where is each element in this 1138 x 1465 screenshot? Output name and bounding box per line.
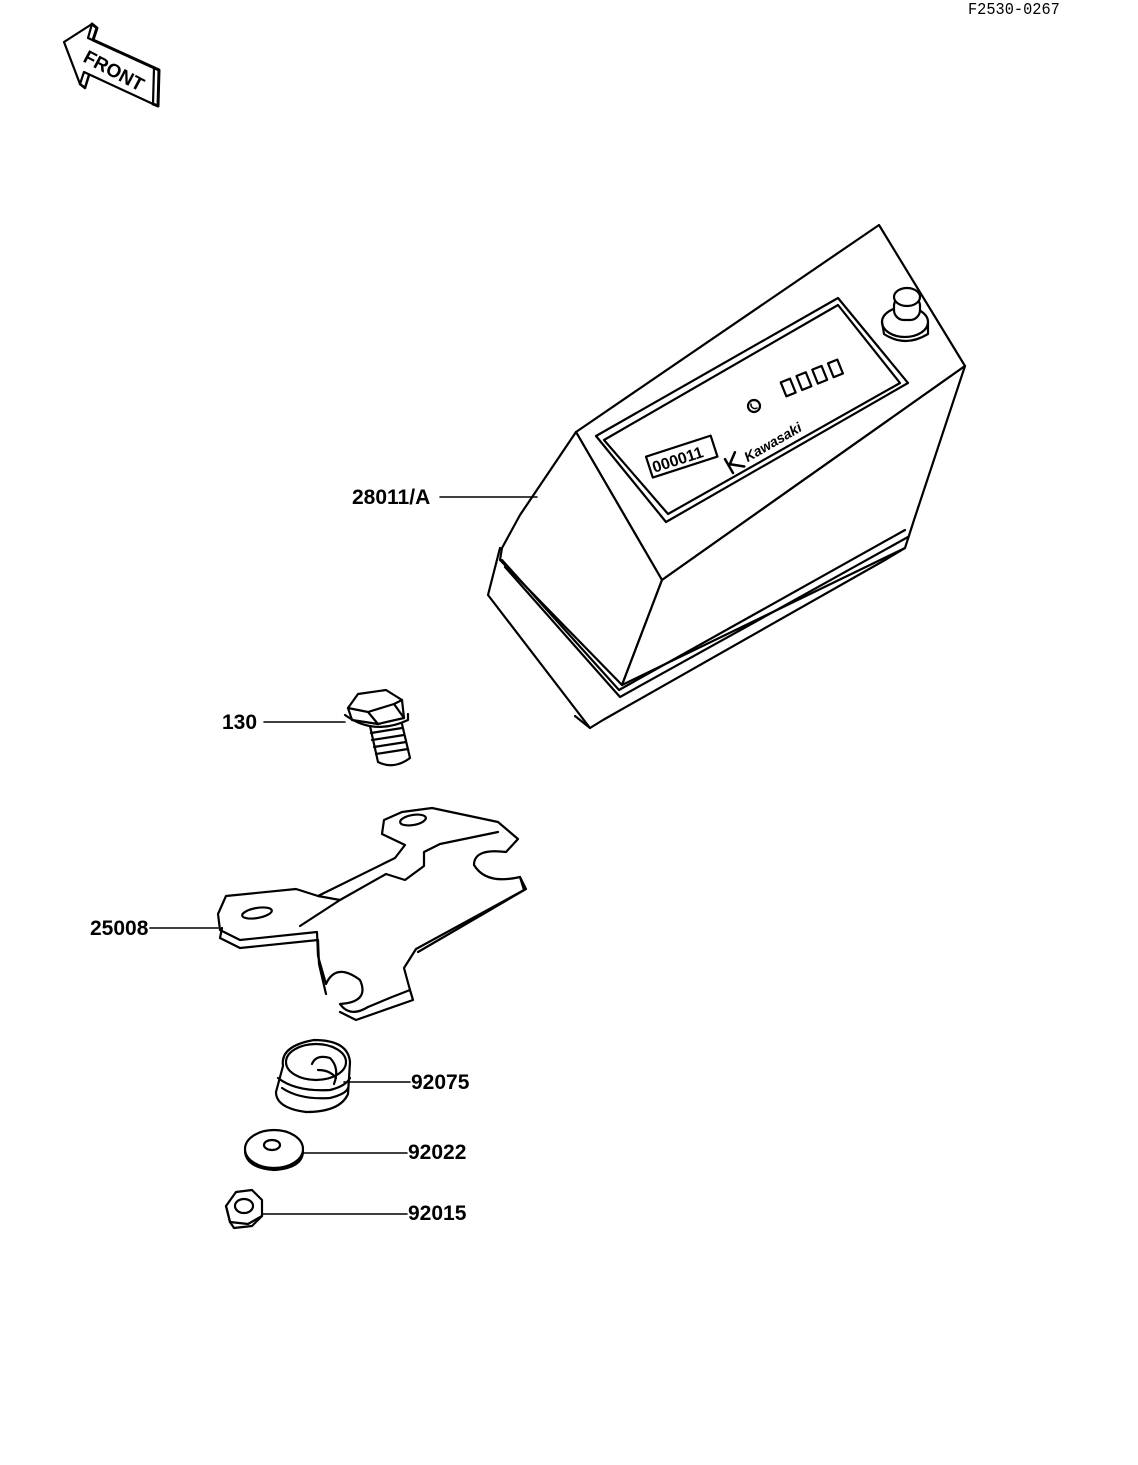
nut (224, 1188, 408, 1230)
hour-meter: 000011 Kawasaki (439, 223, 967, 730)
washer (243, 1128, 408, 1172)
label-92075: 92075 (411, 1071, 470, 1094)
bolt (263, 688, 412, 767)
label-25008: 25008 (90, 917, 149, 940)
reset-knob (880, 286, 930, 343)
label-92022: 92022 (408, 1141, 467, 1164)
drawing-code: F2530-0267 (968, 1, 1060, 20)
front-arrow-icon: FRONT (62, 22, 161, 108)
label-92015: 92015 (408, 1202, 467, 1225)
label-28011-a: 28011/A (352, 486, 431, 509)
bracket (149, 806, 528, 1022)
grommet (274, 1038, 411, 1114)
label-130: 130 (222, 711, 258, 734)
